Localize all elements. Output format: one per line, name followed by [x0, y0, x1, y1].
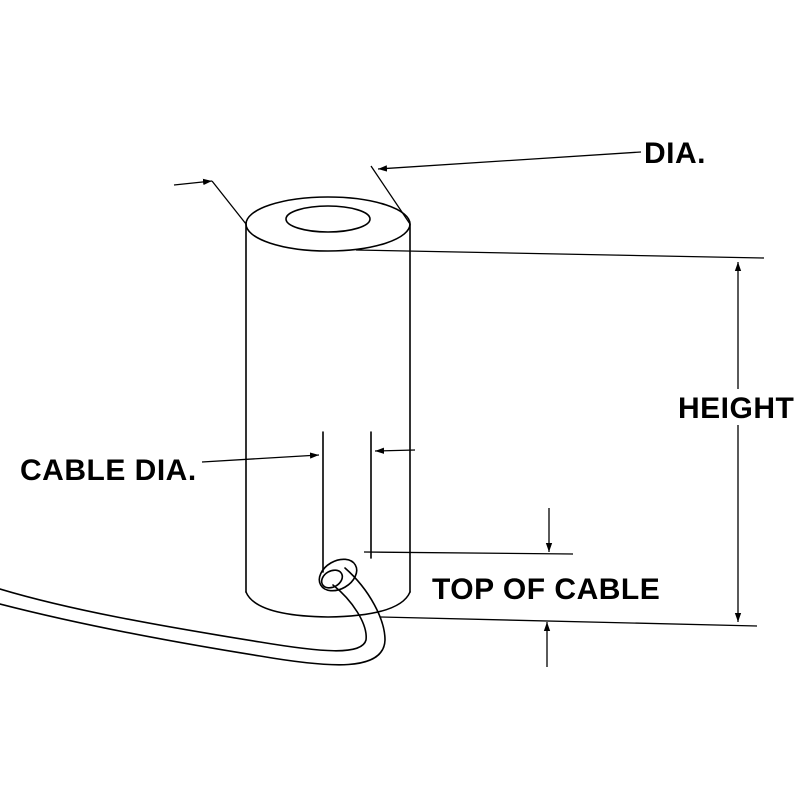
- top-of-cable-dimension: [363, 508, 574, 667]
- height-dimension: [355, 249, 765, 627]
- height-extension-top: [355, 249, 765, 259]
- cable-gland: [318, 558, 358, 592]
- cable-dia-label: CABLE DIA.: [20, 454, 197, 487]
- dia-arrow-left: [173, 178, 213, 186]
- cable-channel: [322, 431, 372, 573]
- cable-dia-arrow-right: [374, 447, 416, 454]
- cylinder-body: [245, 196, 411, 618]
- dia-extension-left: [211, 180, 247, 225]
- height-extension-bottom: [379, 616, 758, 627]
- cylinder-bottom-arc: [245, 591, 411, 618]
- dia-extension-right: [370, 165, 411, 225]
- dia-arrow-right: [377, 151, 642, 172]
- top-of-cable-extension: [363, 551, 574, 555]
- cylinder-bore: [285, 205, 371, 233]
- top-of-cable-label: TOP OF CABLE: [432, 573, 661, 606]
- dia-dimension: [173, 151, 642, 225]
- cylinder-top-ellipse: [245, 196, 411, 252]
- height-label: HEIGHT: [678, 392, 795, 425]
- cable-dia-arrow-left: [201, 452, 320, 463]
- cable-dia-dimension: [201, 447, 416, 463]
- dia-label: DIA.: [644, 137, 706, 170]
